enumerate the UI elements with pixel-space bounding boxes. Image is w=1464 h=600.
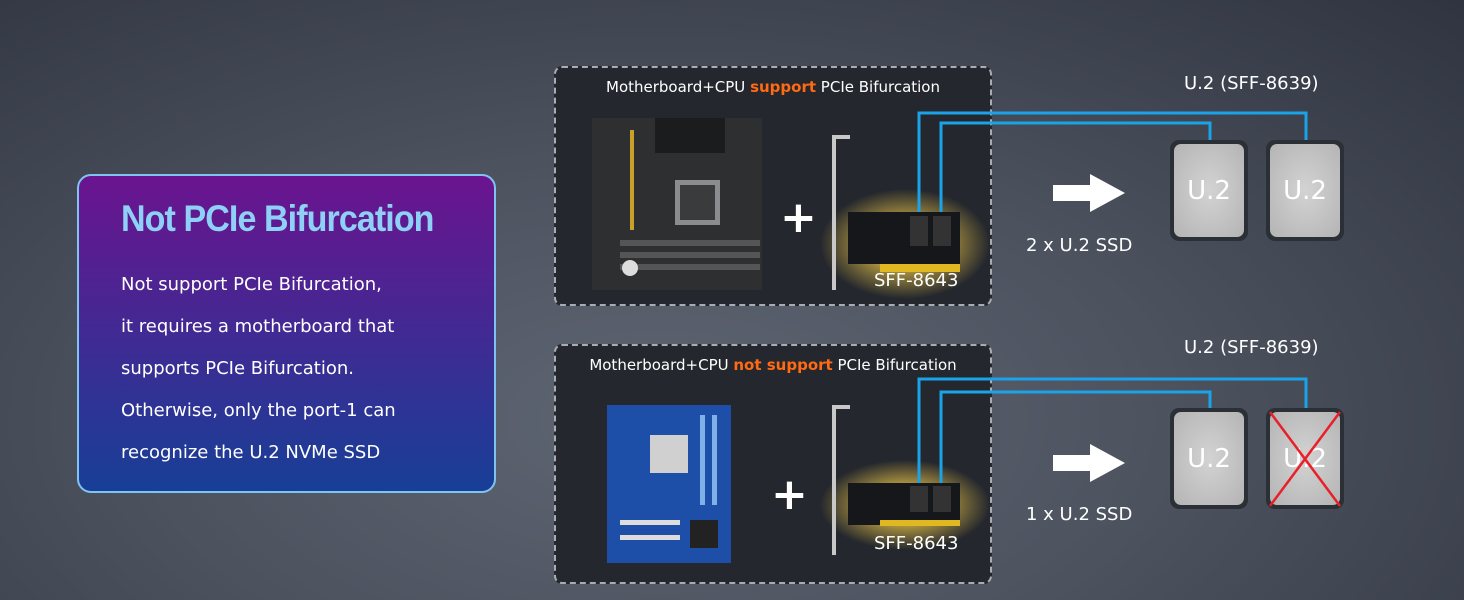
connector-label: SFF-8643 bbox=[874, 533, 959, 554]
info-line: recognize the U.2 NVMe SSD bbox=[121, 442, 381, 463]
adapter-card-image bbox=[820, 405, 990, 555]
info-card: Not PCIe Bifurcation Not support PCIe Bi… bbox=[77, 174, 496, 493]
info-title: Not PCIe Bifurcation bbox=[121, 198, 434, 239]
motherboard-tuf-image bbox=[592, 118, 762, 290]
info-line: it requires a motherboard that bbox=[121, 316, 395, 337]
u2-drive: U.2 bbox=[1266, 140, 1344, 241]
arrow-right-icon bbox=[1053, 444, 1125, 482]
drive-header: U.2 (SFF-8639) bbox=[1184, 337, 1319, 358]
u2-drive-unrecognized: U.2 bbox=[1266, 408, 1344, 509]
connector-label: SFF-8643 bbox=[874, 270, 959, 291]
arrow-right-icon bbox=[1053, 174, 1125, 212]
motherboard-gigabyte-image bbox=[607, 405, 731, 563]
plus-icon: + bbox=[771, 469, 808, 520]
panel-title: Motherboard+CPU not support PCIe Bifurca… bbox=[589, 356, 957, 374]
u2-drive: U.2 bbox=[1170, 408, 1248, 509]
result-label: 2 x U.2 SSD bbox=[1026, 235, 1133, 256]
cable-port-2 bbox=[939, 390, 1212, 483]
adapter-card-image bbox=[820, 135, 990, 299]
u2-drive: U.2 bbox=[1170, 140, 1248, 241]
info-line: Otherwise, only the port-1 can bbox=[121, 400, 396, 421]
panel-title: Motherboard+CPU support PCIe Bifurcation bbox=[606, 78, 940, 96]
cable-port-1 bbox=[917, 377, 1308, 483]
result-label: 1 x U.2 SSD bbox=[1026, 504, 1133, 525]
plus-icon: + bbox=[780, 192, 817, 243]
cable-port-1 bbox=[917, 111, 1308, 212]
cable-port-2 bbox=[939, 121, 1212, 212]
drive-header: U.2 (SFF-8639) bbox=[1184, 73, 1319, 94]
info-line: supports PCIe Bifurcation. bbox=[121, 358, 354, 379]
info-line: Not support PCIe Bifurcation, bbox=[121, 274, 382, 295]
